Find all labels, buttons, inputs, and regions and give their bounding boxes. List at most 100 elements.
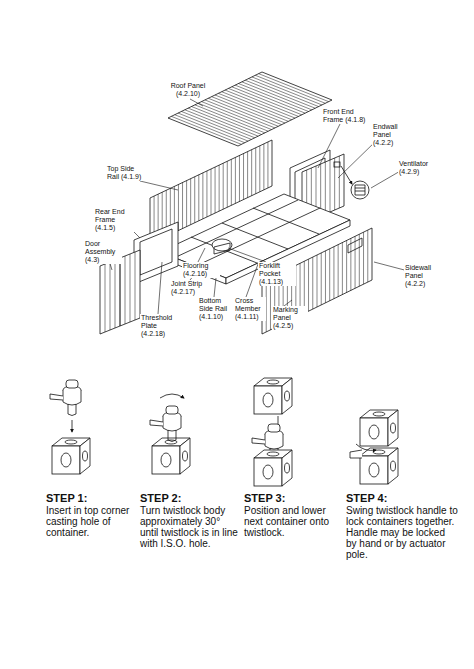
rib-line [115, 260, 116, 328]
rib-line [175, 115, 245, 143]
rib-line [125, 256, 126, 324]
rib-line [239, 84, 309, 112]
rib-line [198, 175, 199, 221]
rib-line [252, 77, 322, 105]
rib-line [235, 85, 305, 113]
part-label: Sidewall Panel (4.2.2) [405, 264, 431, 287]
rib-line [202, 173, 203, 219]
rib-line [219, 165, 220, 211]
leader-lines [108, 99, 412, 314]
step-text: Position and lower next container onto t… [244, 505, 329, 538]
part-label-box: Sidewall Panel (4.2.2) [404, 264, 442, 288]
rib-line [215, 95, 285, 123]
rib-line [195, 105, 265, 133]
rib-line [367, 230, 368, 282]
rib-line [206, 171, 207, 217]
part-label-box: Cross Member (4.1.11) [234, 297, 266, 321]
part-label-box: Joint Strip (4.2.17) [170, 280, 210, 296]
rib-line [185, 110, 255, 138]
rib-line [212, 97, 282, 125]
part-label-box: Ventilator (4.2.9) [398, 160, 440, 176]
part-label-box: Threshold Plate (4.2.18) [140, 314, 180, 338]
step-title: STEP 2: [140, 492, 181, 504]
rib-line [228, 88, 298, 116]
step-title-box: STEP 3: [244, 492, 340, 504]
rib-line [363, 232, 364, 284]
rib-line [242, 82, 312, 110]
part-label: Endwall Panel (4.2.2) [373, 123, 398, 146]
step-text-box: Swing twistlock handle to lock container… [346, 505, 458, 560]
step4-figure [350, 410, 398, 484]
part-label-box: Forklift Pocket (4.1.13) [258, 262, 296, 286]
part-label: Flooring (4.2.16) [183, 262, 208, 277]
part-label-box: Roof Panel (4.2.10) [168, 82, 208, 98]
rib-line [182, 183, 183, 229]
rib-line [321, 253, 322, 305]
part-label-box: Top Side Rail (4.1.9) [106, 165, 146, 181]
rib-line [130, 254, 131, 322]
rib-line [171, 116, 241, 144]
rib-line [263, 144, 264, 190]
part-label: Cross Member (4.1.11) [235, 297, 261, 320]
rib-line [120, 258, 121, 326]
step-text: Swing twistlock handle to lock container… [346, 505, 458, 560]
rib-line [325, 162, 326, 214]
step-text-box: Position and lower next container onto t… [244, 505, 340, 538]
rib-line [259, 146, 260, 192]
rib-line [267, 142, 268, 188]
rib-line [245, 80, 315, 108]
step1-figure [50, 380, 90, 474]
rib-line [329, 249, 330, 301]
rib-line [317, 255, 318, 307]
rib-line [235, 157, 236, 203]
rib-line [359, 234, 360, 286]
rib-line [194, 177, 195, 223]
rib-line [338, 245, 339, 297]
step2-figure [150, 394, 190, 474]
rib-line [243, 154, 244, 200]
rib-line [181, 111, 251, 139]
rib-line [346, 240, 347, 292]
rib-line [202, 102, 272, 130]
door-ribs [105, 252, 135, 332]
part-label: Roof Panel (4.2.10) [171, 82, 206, 97]
step-text-box: Insert in top corner casting hole of con… [46, 505, 136, 538]
rib-line [251, 150, 252, 196]
rib-line [208, 98, 278, 126]
rib-line [333, 247, 334, 299]
step-text-box: Turn twistlock body approximately 30° un… [140, 505, 240, 549]
rib-line [350, 238, 351, 290]
step-text: Turn twistlock body approximately 30° un… [140, 505, 238, 549]
rib-line [325, 251, 326, 303]
rib-line [222, 92, 292, 120]
part-label: Bottom Side Rail (4.1.10) [199, 297, 227, 320]
rib-line [308, 259, 309, 311]
step-title-box: STEP 2: [140, 492, 240, 504]
rib-line [239, 155, 240, 201]
part-label-box: Door Assembly (4.3) [84, 240, 122, 264]
rib-line [105, 264, 106, 332]
rib-line [218, 93, 288, 121]
rib-line [192, 107, 262, 135]
part-label: Door Assembly (4.3) [85, 240, 115, 263]
rib-line [249, 79, 319, 107]
rib-line [259, 74, 329, 102]
roof-panel [168, 72, 332, 146]
step-title: STEP 4: [346, 492, 387, 504]
step-title-box: STEP 4: [346, 492, 458, 504]
roof-ribs [171, 74, 328, 145]
part-label-box: Rear End Frame (4.1.5) [94, 208, 134, 232]
part-label: Ventilator (4.2.9) [399, 160, 428, 175]
rib-line [198, 103, 268, 131]
part-label: Joint Strip (4.2.17) [171, 280, 202, 295]
rib-line [232, 87, 302, 115]
rib-line [225, 90, 295, 118]
rib-line [186, 181, 187, 227]
rib-line [135, 252, 136, 320]
part-label: Forklift Pocket (4.1.13) [259, 262, 283, 285]
step-text: Insert in top corner casting hole of con… [46, 505, 129, 538]
rib-line [211, 169, 212, 215]
part-label-box: Front End Frame (4.1.8) [322, 108, 368, 124]
part-label: Threshold Plate (4.2.18) [141, 314, 172, 337]
